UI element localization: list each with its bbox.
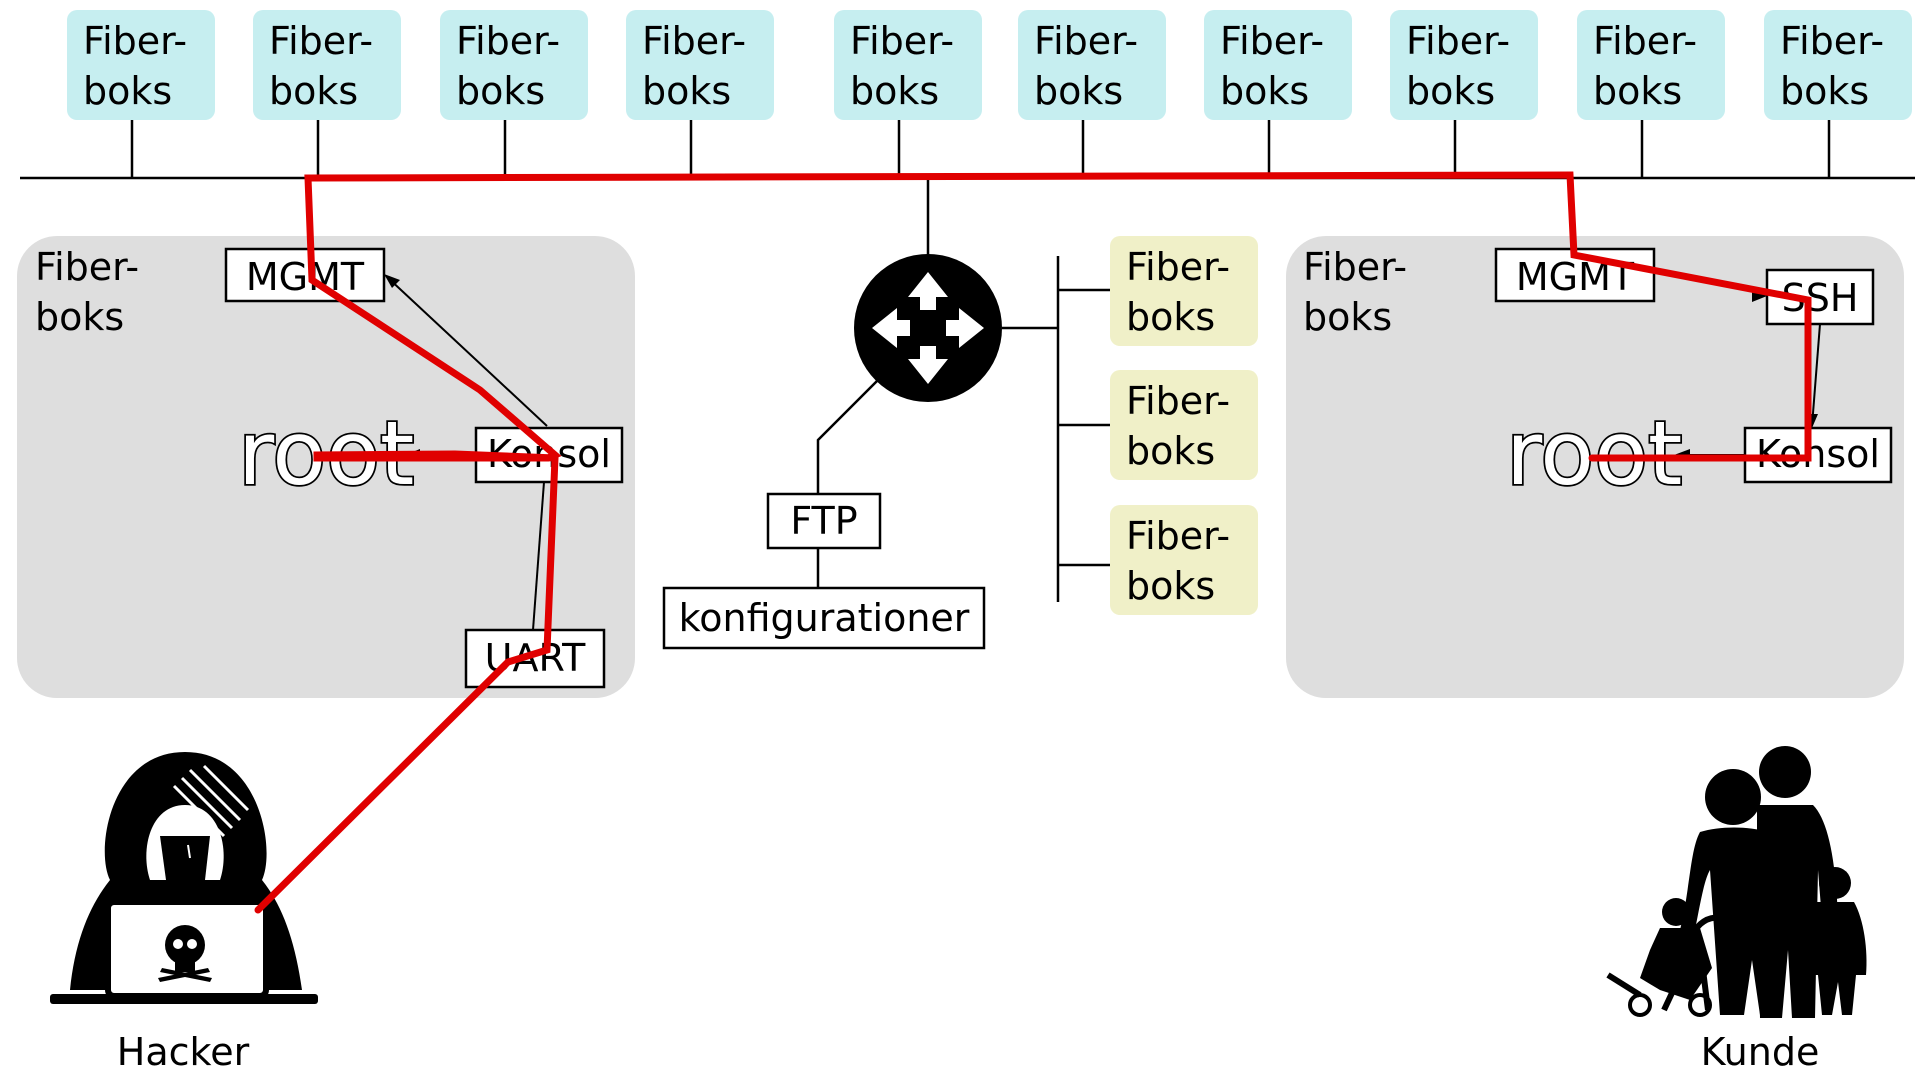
right-root-label: root: [1506, 402, 1682, 505]
top-fiber-box-line1: Fiber-: [1780, 19, 1884, 63]
left-panel-title-line1: Fiber-: [35, 245, 139, 289]
top-fiber-box: Fiber-boks: [834, 10, 982, 178]
top-fiber-box-line2: boks: [642, 69, 731, 113]
top-fiber-box-line1: Fiber-: [1406, 19, 1510, 63]
top-fiber-box: Fiber-boks: [253, 10, 401, 178]
top-fiber-box-line1: Fiber-: [269, 19, 373, 63]
top-fiber-box: Fiber-boks: [1204, 10, 1352, 178]
top-fiber-box-line1: Fiber-: [1034, 19, 1138, 63]
top-fiber-box-line1: Fiber-: [1593, 19, 1697, 63]
config-box: [662, 586, 986, 650]
left-konsol-to-mgmt-arrow: [385, 275, 548, 427]
right-panel-title-line2: boks: [1303, 295, 1392, 339]
top-fiber-box: Fiber-boks: [440, 10, 588, 178]
customer-label: Kunde: [1701, 1030, 1820, 1074]
right-ssh-to-konsol-arrow: [1811, 323, 1821, 427]
top-fiber-box-line1: Fiber-: [850, 19, 954, 63]
customer-family-icon: [1606, 746, 1867, 1018]
top-fiber-box-line2: boks: [1220, 69, 1309, 113]
side-fiber-box: Fiber-boks: [1058, 505, 1258, 615]
left-mgmt-box: [224, 247, 386, 303]
top-fiber-box-line2: boks: [456, 69, 545, 113]
top-fiber-box-line1: Fiber-: [642, 19, 746, 63]
top-fiber-box-line2: boks: [1593, 69, 1682, 113]
top-fiber-box-line1: Fiber-: [83, 19, 187, 63]
side-fiber-box-line1: Fiber-: [1126, 514, 1230, 558]
attack-path: [254, 171, 1812, 914]
top-fiber-box: Fiber-boks: [67, 10, 215, 178]
router-icon: [854, 178, 1058, 402]
right-panel-title-line1: Fiber-: [1303, 245, 1407, 289]
top-fiber-box-line2: boks: [850, 69, 939, 113]
top-fiber-box-line2: boks: [1034, 69, 1123, 113]
top-fiber-box: Fiber-boks: [1764, 10, 1912, 178]
config-label: konfigurationer: [679, 596, 970, 640]
ftp-box: [766, 492, 882, 550]
side-fiber-box-line1: Fiber-: [1126, 379, 1230, 423]
left-uart-to-konsol-arrow: [532, 481, 545, 631]
left-panel-title-line2: boks: [35, 295, 124, 339]
hacker-icon: [50, 752, 318, 1004]
side-fiber-box-line1: Fiber-: [1126, 245, 1230, 289]
side-fiber-box: Fiber-boks: [1058, 236, 1258, 346]
top-fiber-box: Fiber-boks: [1577, 10, 1725, 178]
top-fiber-boxes: Fiber-boksFiber-boksFiber-boksFiber-boks…: [67, 10, 1912, 178]
left-fiberbox-panel: Fiber- boks MGMT root Konsol UART: [17, 236, 635, 698]
right-konsol-label: Konsol: [1756, 432, 1880, 476]
ftp-server: FTP konfigurationer: [662, 379, 986, 650]
top-fiber-box-line2: boks: [1780, 69, 1869, 113]
side-fiber-box-line2: boks: [1126, 429, 1215, 473]
top-fiber-box-line2: boks: [269, 69, 358, 113]
hacker-label: Hacker: [117, 1030, 250, 1074]
top-fiber-box: Fiber-boks: [626, 10, 774, 178]
top-fiber-box-line1: Fiber-: [456, 19, 560, 63]
top-fiber-box-line2: boks: [83, 69, 172, 113]
side-fiber-box-line2: boks: [1126, 295, 1215, 339]
top-fiber-box: Fiber-boks: [1018, 10, 1166, 178]
left-mgmt-arrowhead: [384, 274, 400, 288]
side-fiber-box: Fiber-boks: [1058, 370, 1258, 480]
left-mgmt-label: MGMT: [246, 255, 365, 299]
ftp-label: FTP: [790, 499, 857, 543]
top-fiber-box: Fiber-boks: [1390, 10, 1538, 178]
top-fiber-box-line2: boks: [1406, 69, 1495, 113]
top-fiber-box-line1: Fiber-: [1220, 19, 1324, 63]
side-fiber-box-line2: boks: [1126, 564, 1215, 608]
